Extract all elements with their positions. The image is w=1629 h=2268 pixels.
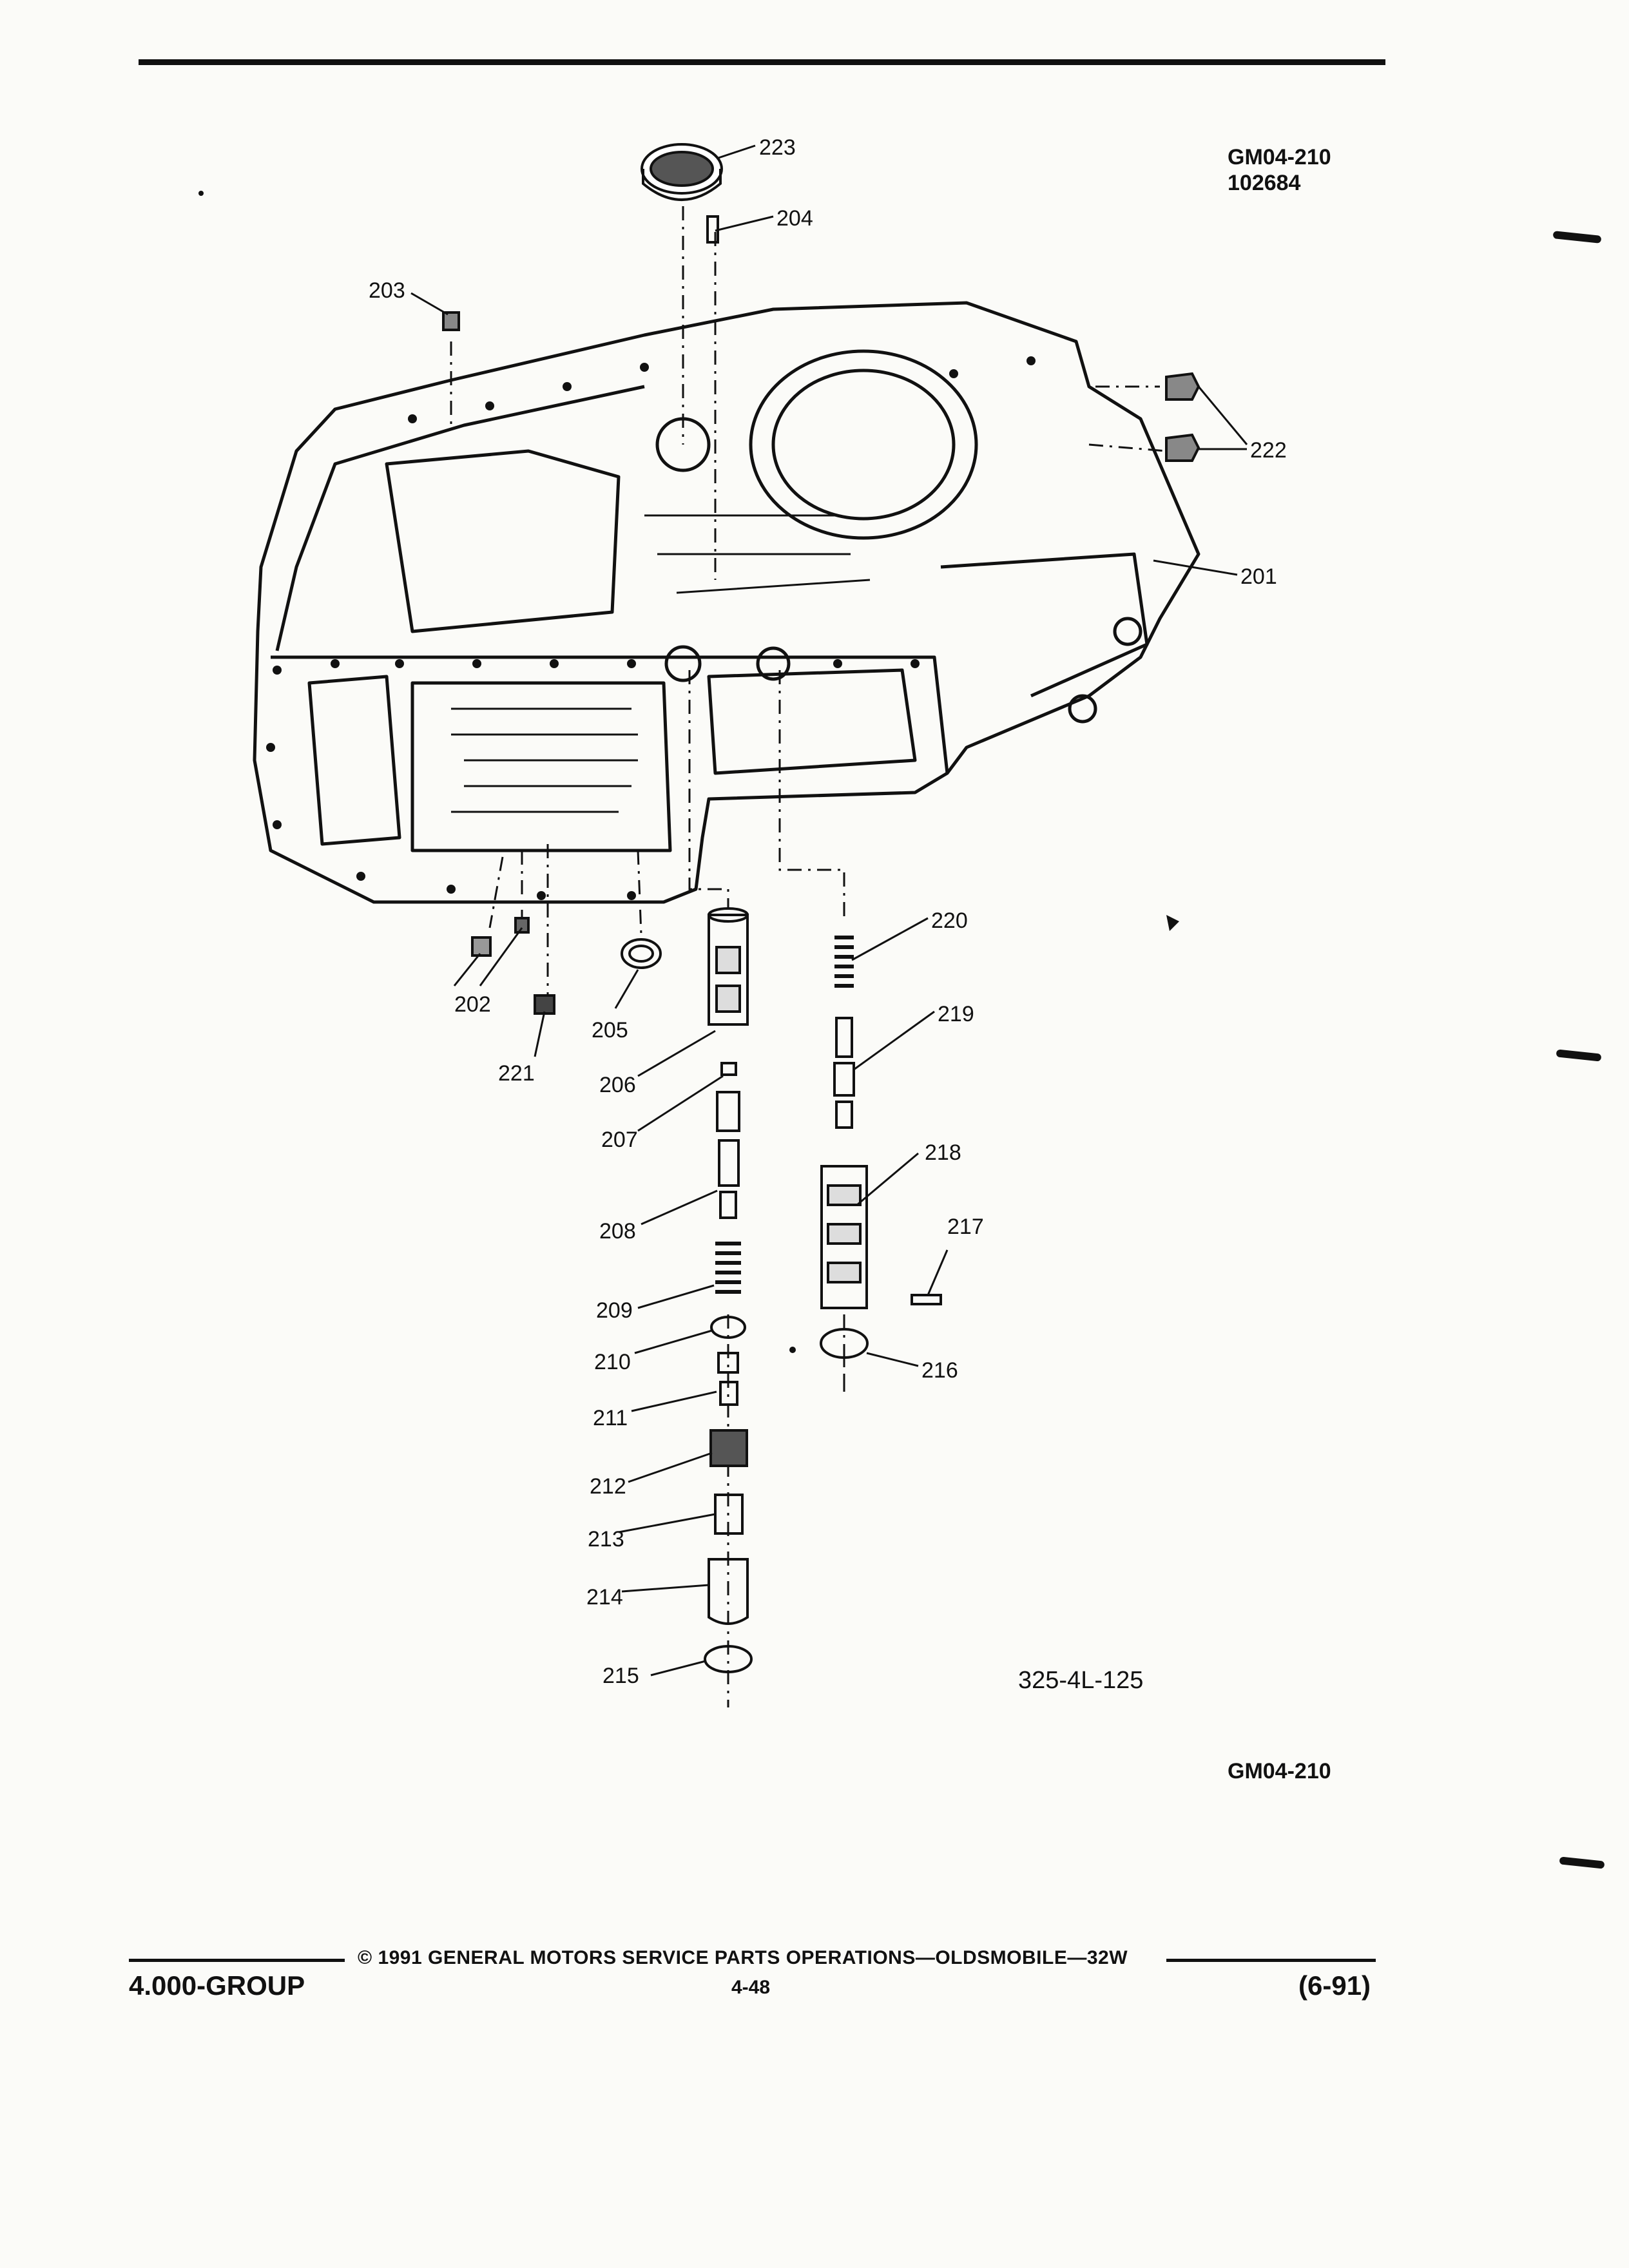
- footer-rule-left: [129, 1959, 345, 1962]
- callout-205: 205: [592, 1018, 628, 1043]
- callout-214: 214: [586, 1585, 623, 1610]
- callout-213: 213: [588, 1527, 624, 1552]
- figure-code: 325-4L-125: [1018, 1667, 1143, 1694]
- reference-code: GM04-210: [1228, 145, 1331, 169]
- callout-203: 203: [369, 278, 405, 303]
- revision-date: (6-91): [1298, 1970, 1371, 2001]
- top-rule: [139, 59, 1385, 65]
- callout-222: 222: [1250, 438, 1287, 463]
- scan-marks: [198, 191, 1179, 1353]
- callout-212: 212: [590, 1474, 626, 1499]
- callout-223: 223: [759, 135, 796, 160]
- callout-221: 221: [498, 1061, 535, 1086]
- callout-208: 208: [599, 1219, 636, 1244]
- callout-201: 201: [1240, 564, 1277, 589]
- callout-220: 220: [931, 908, 968, 933]
- callout-216: 216: [921, 1358, 958, 1383]
- callout-219: 219: [938, 1002, 974, 1026]
- callout-210: 210: [594, 1350, 631, 1374]
- callout-215: 215: [602, 1664, 639, 1688]
- callout-204: 204: [776, 206, 813, 231]
- bottom-reference-code: GM04-210: [1228, 1759, 1331, 1783]
- transmission-case-drawing: [253, 301, 1200, 904]
- callout-217: 217: [947, 1215, 984, 1239]
- reference-number: 102684: [1228, 171, 1301, 195]
- parts-drawing: [442, 143, 1200, 1673]
- callout-209: 209: [596, 1298, 633, 1323]
- group-label: 4.000-GROUP: [129, 1970, 305, 2001]
- case-bolt-holes: [266, 356, 1036, 900]
- callout-211: 211: [593, 1406, 628, 1430]
- callout-218: 218: [925, 1140, 961, 1165]
- callout-207: 207: [601, 1128, 638, 1152]
- page-number: 4-48: [731, 1977, 771, 1998]
- callout-202: 202: [454, 992, 491, 1017]
- callout-206: 206: [599, 1073, 636, 1097]
- footer-rule-right: [1166, 1959, 1376, 1962]
- copyright-line: © 1991 GENERAL MOTORS SERVICE PARTS OPER…: [358, 1947, 1128, 1968]
